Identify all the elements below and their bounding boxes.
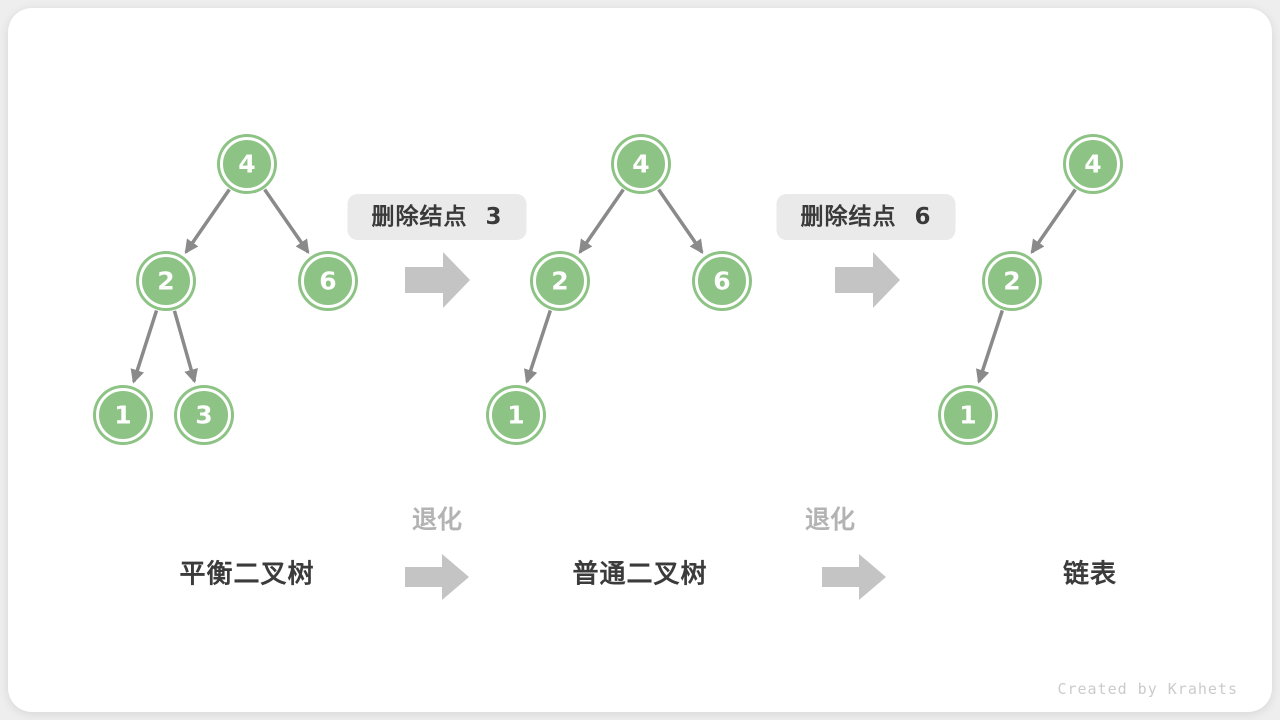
node-ring <box>220 137 274 191</box>
tree-node-6: 6 <box>298 251 358 311</box>
tree-edge <box>184 188 231 254</box>
node-value: 6 <box>319 267 336 296</box>
tree-edge <box>263 188 310 254</box>
transition-arrow-icon <box>405 252 470 308</box>
node-circle <box>217 134 277 194</box>
node-circle <box>692 251 752 311</box>
node-ring <box>985 254 1039 308</box>
node-circle <box>93 385 153 445</box>
tree-balanced-binary-tree: 4 2 6 1 3 <box>93 134 358 445</box>
tree-node-2: 2 <box>982 251 1042 311</box>
node-ring <box>177 388 231 442</box>
node-circle <box>530 251 590 311</box>
node-circle <box>938 385 998 445</box>
node-value: 2 <box>551 267 568 296</box>
node-value: 1 <box>114 401 131 430</box>
node-value: 6 <box>713 267 730 296</box>
node-value: 2 <box>1003 267 1020 296</box>
node-ring <box>614 137 668 191</box>
transition-arrow-icon <box>835 252 900 308</box>
tree-edge <box>172 310 198 384</box>
degrade-arrow-icon <box>405 554 469 600</box>
tree-ordinary-binary-tree: 4 2 6 1 <box>486 134 752 445</box>
tree-node-2: 2 <box>530 251 590 311</box>
node-ring <box>96 388 150 442</box>
node-circle <box>298 251 358 311</box>
tree-edge <box>523 309 552 384</box>
node-value: 3 <box>195 401 212 430</box>
node-value: 4 <box>238 150 255 179</box>
node-ring <box>301 254 355 308</box>
card <box>8 8 1272 712</box>
node-circle <box>136 251 196 311</box>
tree-node-1: 1 <box>938 385 998 445</box>
tree-node-1: 1 <box>486 385 546 445</box>
tree-edge <box>1030 188 1077 254</box>
degrade-arrow-icon <box>822 554 886 600</box>
node-circle <box>611 134 671 194</box>
node-value: 4 <box>632 150 649 179</box>
node-value: 1 <box>507 401 524 430</box>
tree-edge <box>657 188 704 254</box>
tree-node-2: 2 <box>136 251 196 311</box>
node-ring <box>533 254 587 308</box>
node-ring <box>695 254 749 308</box>
node-ring <box>489 388 543 442</box>
node-circle <box>174 385 234 445</box>
tree-node-6: 6 <box>692 251 752 311</box>
node-ring <box>139 254 193 308</box>
tree-node-4: 4 <box>1063 134 1123 194</box>
tree-edge <box>130 309 159 384</box>
node-circle <box>486 385 546 445</box>
tree-node-1: 1 <box>93 385 153 445</box>
tree-node-4: 4 <box>217 134 277 194</box>
tree-linked-list: 4 2 1 <box>938 134 1123 445</box>
node-circle <box>982 251 1042 311</box>
node-ring <box>941 388 995 442</box>
tree-node-3: 3 <box>174 385 234 445</box>
node-value: 4 <box>1084 150 1101 179</box>
tree-edge <box>578 188 625 254</box>
tree-node-4: 4 <box>611 134 671 194</box>
node-ring <box>1066 137 1120 191</box>
tree-edge <box>975 309 1004 384</box>
node-circle <box>1063 134 1123 194</box>
node-value: 1 <box>959 401 976 430</box>
node-value: 2 <box>157 267 174 296</box>
